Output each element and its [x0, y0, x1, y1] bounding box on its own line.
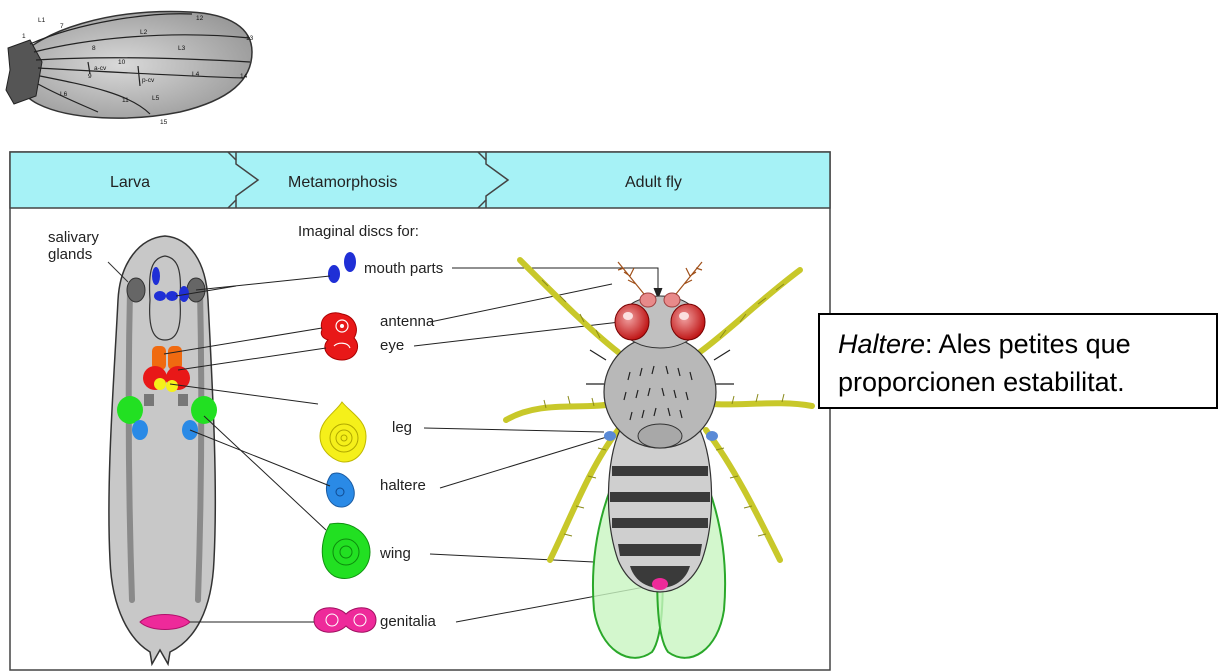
larva	[109, 236, 217, 664]
salivary-glands-label-line1: salivary	[48, 229, 99, 246]
wing-number-15: 15	[160, 119, 168, 126]
larva-trachea-right	[198, 290, 201, 600]
larva-disc-leg-3	[144, 394, 154, 406]
larva-disc-genitalia	[140, 615, 190, 630]
larva-disc-mouth-2	[154, 291, 166, 301]
fly-abdomen	[608, 430, 711, 592]
wing-inset: L1 L2 L3 L4 L5 L6 a-cv p-cv 1 7 8 9 10 1…	[6, 12, 254, 126]
callout-line-2: proporcionen estabilitat.	[838, 363, 1216, 401]
disc-label-genitalia: genitalia	[380, 613, 437, 630]
fly-genitalia	[652, 578, 668, 590]
stage-label-larva: Larva	[110, 174, 150, 191]
larva-disc-wing-right	[191, 396, 217, 424]
vein-label-l4: L4	[192, 71, 200, 78]
disc-label-mouth-parts: mouth parts	[364, 260, 443, 277]
vein-label-l5: L5	[152, 95, 160, 102]
wing-number-8: 8	[92, 45, 96, 52]
vein-label-l3: L3	[178, 45, 186, 52]
disc-eye-antenna	[321, 313, 357, 360]
fly-eye-left	[615, 304, 649, 340]
disc-label-leg: leg	[392, 419, 412, 436]
fly-scutellum	[638, 424, 682, 448]
crossvein-label-acv: a-cv	[94, 65, 107, 72]
disc-label-wing: wing	[379, 545, 411, 562]
wing-number-1: 1	[22, 33, 26, 40]
disc-label-antenna: antenna	[380, 313, 435, 330]
larva-disc-leg-2	[166, 380, 178, 392]
stage-banner: Larva Metamorphosis Adult fly	[10, 152, 830, 208]
haltere-definition-callout: Haltere: Ales petites que proporcionen e…	[818, 313, 1218, 409]
wing-number-14: 14	[240, 73, 248, 80]
wing-number-9: 9	[88, 73, 92, 80]
fly-haltere-left	[604, 431, 616, 441]
disc-label-eye: eye	[380, 337, 404, 354]
fly-antenna-left	[640, 293, 656, 307]
wing-number-12: 12	[196, 15, 204, 22]
callout-line-1: Haltere: Ales petites que	[838, 325, 1216, 363]
fly-eye-right	[671, 304, 705, 340]
callout-term: Haltere	[838, 329, 925, 359]
larva-disc-mouth-1	[152, 267, 160, 285]
callout-definition-part1: : Ales petites que	[925, 329, 1131, 359]
larva-disc-haltere-left	[132, 420, 148, 440]
fly-haltere-right	[706, 431, 718, 441]
vein-label-l1: L1	[38, 17, 46, 24]
vein-label-l2: L2	[140, 29, 148, 36]
larva-trachea-left	[129, 290, 132, 600]
wing-number-7: 7	[60, 23, 64, 30]
salivary-gland-left	[127, 278, 145, 302]
larva-disc-wing-left	[117, 396, 143, 424]
disc-label-haltere: haltere	[380, 477, 426, 494]
wing-number-13: 13	[246, 35, 254, 42]
larva-disc-leg-4	[178, 394, 188, 406]
vein-label-l6: L6	[60, 91, 68, 98]
salivary-glands-label-line2: glands	[48, 246, 92, 263]
wing-number-10: 10	[118, 59, 126, 66]
imaginal-discs-heading: Imaginal discs for:	[298, 223, 419, 240]
stage-label-adult-fly: Adult fly	[625, 174, 682, 191]
larva-disc-leg-1	[154, 378, 166, 390]
wing-number-11: 11	[122, 97, 129, 104]
stage-label-metamorphosis: Metamorphosis	[288, 174, 397, 191]
fly-antenna-right	[664, 293, 680, 307]
crossvein-label-pcv: p-cv	[142, 77, 155, 84]
